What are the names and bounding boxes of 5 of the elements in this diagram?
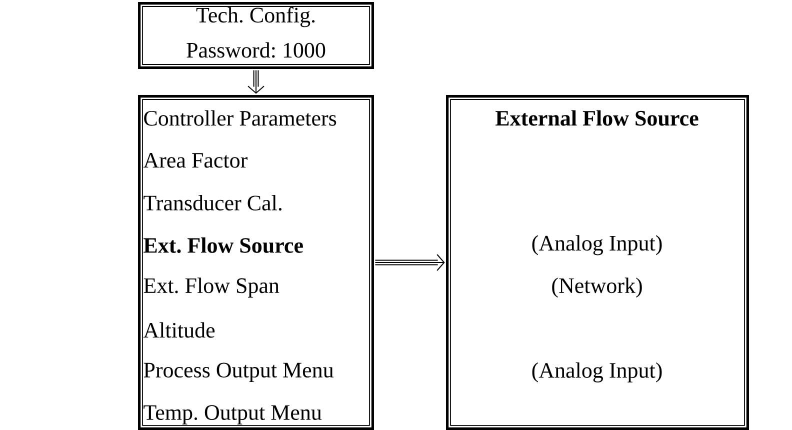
- detail-box: External Flow Source (Analog Input) (Network) (Analog Input): [446, 95, 749, 430]
- menu-box: Controller Parameters Area Factor Transducer Cal. Ext. Flow Source Ext. Flow Span Altitude Process Output Menu Temp. Output Menu: [138, 95, 374, 430]
- arrow: [248, 70, 264, 94]
- config-box: Tech. Config. Password: 1000: [138, 2, 374, 69]
- arrow: [374, 254, 445, 271]
